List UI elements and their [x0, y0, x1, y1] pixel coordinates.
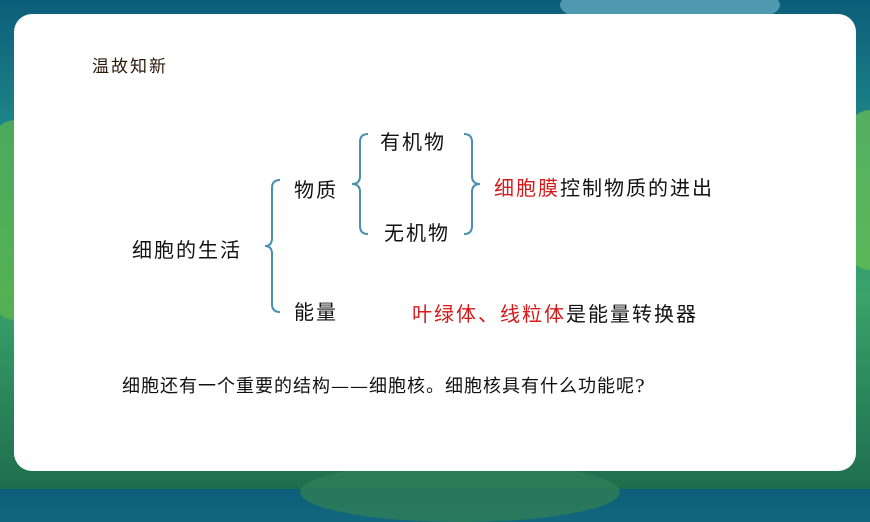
energy-note-text: 是能量转换器: [566, 302, 698, 326]
section-heading: 温故知新: [92, 57, 168, 77]
leaf-inorganic: 无机物: [384, 221, 450, 245]
leaf-bracket: [463, 133, 481, 235]
energy-note-highlight: 叶绿体、线粒体: [412, 302, 566, 326]
matter-note: 细胞膜控制物质的进出: [494, 172, 714, 201]
root-node: 细胞的生活: [132, 238, 242, 262]
background-foliage-bottom: [300, 462, 620, 522]
footer-question: 细胞还有一个重要的结构——细胞核。细胞核具有什么功能呢?: [122, 376, 646, 397]
leaf-organic: 有机物: [380, 130, 446, 154]
matter-bracket: [351, 133, 369, 235]
content-card: [14, 14, 856, 471]
root-bracket: [264, 179, 281, 313]
branch-matter: 物质: [294, 178, 338, 202]
energy-note: 叶绿体、线粒体是能量转换器: [412, 298, 698, 327]
branch-energy: 能量: [294, 300, 338, 324]
matter-note-highlight: 细胞膜: [494, 176, 560, 200]
matter-note-text: 控制物质的进出: [560, 176, 714, 200]
